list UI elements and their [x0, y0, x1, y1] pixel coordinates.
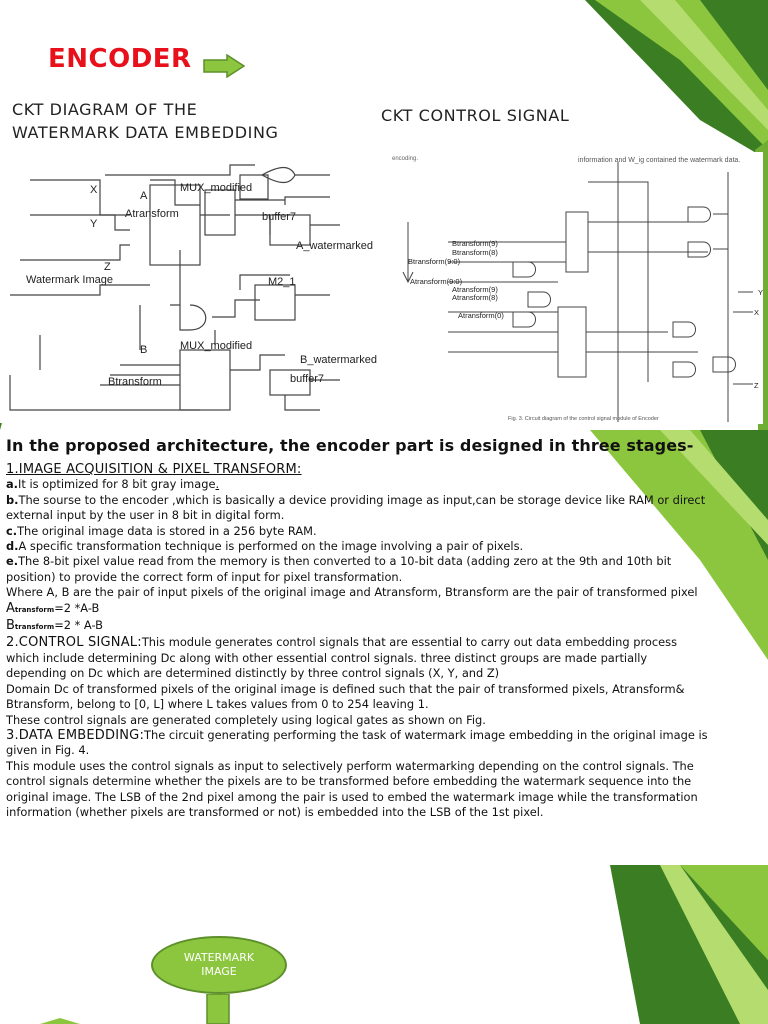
section-heading: In the proposed architecture, the encode…: [6, 436, 694, 455]
item-b-key: b.: [6, 492, 19, 507]
caption-line-2: WATERMARK DATA EMBEDDING: [12, 123, 279, 142]
document-body: 1.IMAGE ACQUISITION & PIXEL TRANSFORM: a…: [6, 462, 710, 820]
watermark-label-line-2: IMAGE: [201, 965, 237, 978]
leaf-mid-right-strip: [660, 430, 768, 545]
leaf-bottom-right-strip: [660, 865, 768, 1024]
item-e-text: The 8-bit pixel value read from the memo…: [6, 554, 672, 584]
embedding-circuit-figure: X A Atransform MUX_modified Y buffer7 A_…: [0, 155, 380, 423]
item-a-text: It is optimized for 8 bit gray image: [18, 477, 216, 492]
fig1-label-m2-1: M2_1: [268, 276, 296, 288]
watermark-image-node: WATERMARK IMAGE: [151, 936, 287, 994]
item-d-key: d.: [6, 539, 19, 554]
fig1-label-a-watermarked: A_watermarked: [296, 240, 373, 252]
item-e-key: e.: [6, 554, 19, 569]
item-a-end: .: [215, 477, 220, 492]
fig2-caption: Fig. 3. Circuit diagram of the control s…: [508, 416, 659, 422]
item-c-key: c.: [6, 523, 18, 538]
section-3: 3.DATA EMBEDDING:The circuit generating …: [6, 728, 710, 759]
fig1-label-mux-bottom: MUX_modified: [180, 340, 252, 352]
eq1-main: A: [6, 600, 15, 616]
item-c-text: The original image data is stored in a 2…: [17, 523, 317, 538]
fig1-label-atransform: Atransform: [125, 208, 179, 220]
leaf-top-right-light: [595, 0, 768, 150]
eq1-rest: =2 *A-B: [54, 600, 100, 615]
eq2-main: B: [6, 618, 15, 634]
arrow-right-icon: [203, 54, 245, 78]
control-signal-caption: CKT CONTROL SIGNAL: [381, 106, 570, 125]
fig2-label-atransform-9: Atransform(9): [452, 285, 498, 294]
where-paragraph: Where A, B are the pair of input pixels …: [6, 585, 698, 600]
section-2-p2: Domain Dc of transformed pixels of the o…: [6, 681, 685, 712]
fig1-label-btransform: Btransform: [108, 376, 162, 388]
fig1-label-b: B: [140, 344, 147, 356]
item-b-text: The sourse to the encoder ,which is basi…: [6, 492, 706, 523]
fig1-label-watermark-image: Watermark Image: [26, 274, 113, 286]
leaf-bottom-left: [40, 1018, 80, 1024]
eq2-sub: transform: [14, 623, 55, 632]
section-3-p2: This module uses the control signals as …: [6, 758, 698, 819]
item-d: d.A specific transformation technique is…: [6, 539, 710, 554]
fig2-label-btransform-9-0: Btransform(9:0): [408, 257, 461, 266]
fig1-label-z: Z: [104, 261, 111, 273]
leaf-top-right-strip: [640, 0, 768, 130]
fig2-label-atransform-9-0: Atransform(9:0): [410, 277, 463, 286]
section-3-title: 3.DATA EMBEDDING:: [6, 727, 145, 743]
item-a: a.It is optimized for 8 bit gray image.: [6, 477, 710, 492]
fig1-label-y: Y: [90, 218, 98, 230]
page-title: ENCODER: [48, 44, 192, 74]
fig1-label-buffer7-bottom: buffer7: [290, 373, 324, 385]
fig1-label-a: A: [140, 190, 148, 202]
fig1-label-b-watermarked: B_watermarked: [300, 354, 377, 366]
fig1-label-mux-top: MUX_modified: [180, 182, 252, 194]
leaf-mid-right-dark: [648, 430, 768, 640]
fig2-label-atransform-8: Atransform(8): [452, 293, 498, 302]
section-2-title: 2.CONTROL SIGNAL:: [6, 635, 142, 651]
circuit-diagram-caption: CKT DIAGRAM OF THE WATERMARK DATA EMBEDD…: [12, 98, 279, 144]
control-signal-circuit-figure: encoding. information and W_ig contained…: [388, 152, 763, 424]
item-b: b.The sourse to the encoder ,which is ba…: [6, 493, 710, 524]
fig2-label-y: Y: [758, 288, 763, 297]
fig2-top-left-text: encoding.: [392, 156, 418, 162]
section-2-text: This module generates control signals th…: [6, 635, 678, 681]
fig2-label-x: X: [754, 308, 759, 317]
section-2-p3: These control signals are generated comp…: [6, 712, 486, 727]
fig1-label-buffer7-top: buffer7: [262, 211, 296, 223]
fig2-label-z: Z: [754, 381, 759, 390]
section-3-text: The circuit generating performing the ta…: [6, 727, 708, 758]
section-1-title: 1.IMAGE ACQUISITION & PIXEL TRANSFORM:: [6, 462, 302, 477]
leaf-bottom-right-light: [680, 865, 768, 960]
watermark-label-line-1: WATERMARK: [183, 951, 255, 964]
item-e: e.The 8-bit pixel value read from the me…: [6, 554, 710, 585]
item-c: c.The original image data is stored in a…: [6, 524, 710, 539]
fig2-label-atransform-0: Atransform(0): [458, 311, 504, 320]
eq2-rest: =2 * A-B: [54, 618, 103, 633]
section-2: 2.CONTROL SIGNAL:This module generates c…: [6, 635, 710, 681]
fig1-label-x: X: [90, 184, 98, 196]
fig2-label-btransform-9: Btransform(9): [452, 239, 498, 248]
caption-line-1: CKT DIAGRAM OF THE: [12, 100, 198, 119]
item-a-key: a.: [6, 477, 19, 492]
fig2-label-btransform-8: Btransform(8): [452, 248, 498, 257]
fig2-top-right-text: information and W_ig contained the water…: [578, 157, 740, 164]
eq1-sub: transform: [14, 605, 55, 614]
down-arrow-stem: [206, 994, 230, 1024]
item-d-text: A specific transformation technique is p…: [18, 539, 524, 554]
